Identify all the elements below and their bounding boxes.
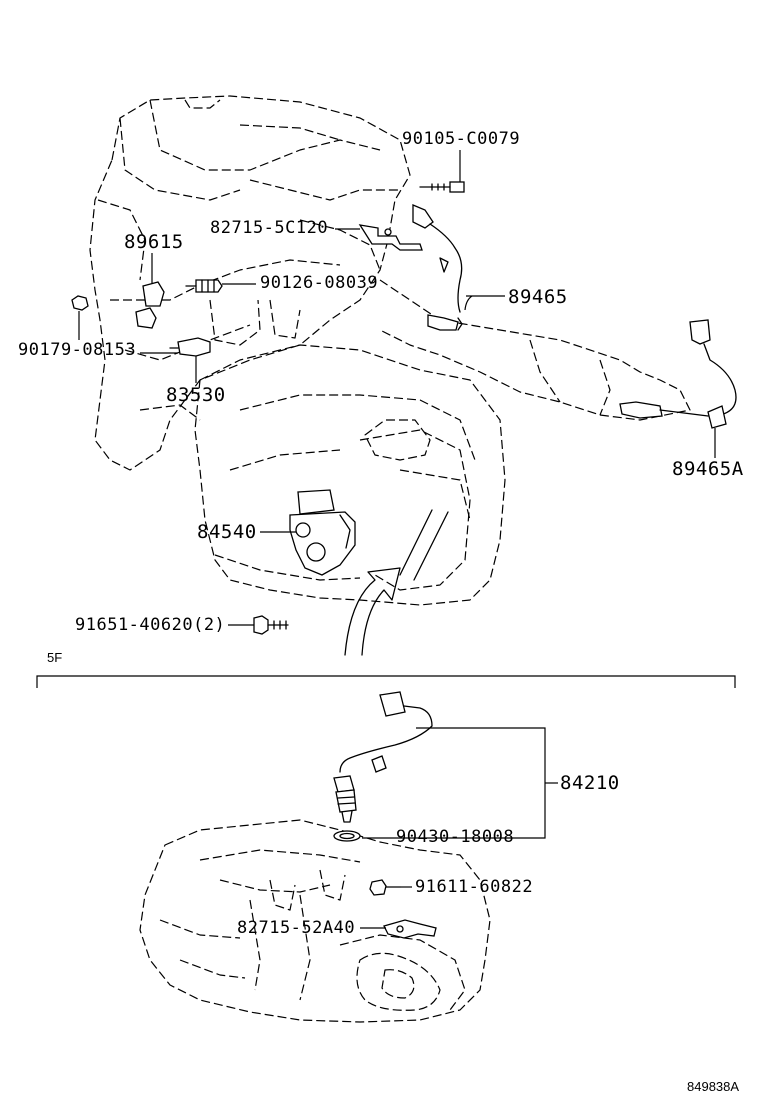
- sensor-84210-part: [333, 691, 433, 823]
- switch-83530-part: [169, 337, 211, 357]
- label-89465a: 89465A: [672, 458, 744, 480]
- label-90105-c0079: 90105-C0079: [402, 129, 521, 149]
- switch-84540-part: [289, 489, 356, 576]
- gasket-90430-part: [333, 830, 361, 842]
- transaxle-outline: [194, 344, 506, 606]
- label-91651-40620: 91651-40620(2): [75, 615, 226, 635]
- input-arrow: [344, 509, 449, 656]
- sensor-89615-part: [135, 281, 165, 329]
- plug-90126-part: [185, 279, 223, 293]
- label-90179-08153: 90179-08153: [18, 340, 137, 360]
- sensor-89465a-part: [619, 319, 737, 429]
- section-bracket: [36, 675, 736, 688]
- bolt-90105-part: [419, 181, 465, 193]
- exhaust-pipe-outline: [379, 279, 691, 421]
- manual-transaxle-outline: [139, 819, 491, 1023]
- bolt-91651-part: [253, 615, 289, 635]
- sensor-89465-part: [358, 204, 463, 331]
- section-label-5f: 5F: [47, 650, 63, 665]
- label-83530: 83530: [166, 384, 226, 406]
- label-84540: 84540: [197, 521, 257, 543]
- label-90430-18008: 90430-18008: [396, 827, 515, 847]
- label-91611-60822: 91611-60822: [415, 877, 534, 897]
- label-89615: 89615: [124, 231, 184, 253]
- bracket-82715-52a40-part: [383, 919, 437, 939]
- engine-block-outline: [89, 95, 411, 471]
- label-90126-08039: 90126-08039: [260, 273, 379, 293]
- label-84210: 84210: [560, 772, 620, 794]
- label-89465: 89465: [508, 286, 568, 308]
- bolt-91611-part: [369, 879, 401, 896]
- nut-90179-part: [71, 295, 89, 311]
- label-82715-52a40: 82715-52A40: [237, 918, 356, 938]
- label-82715-5c120: 82715-5C120: [210, 218, 329, 238]
- figure-code: 849838A: [687, 1079, 740, 1094]
